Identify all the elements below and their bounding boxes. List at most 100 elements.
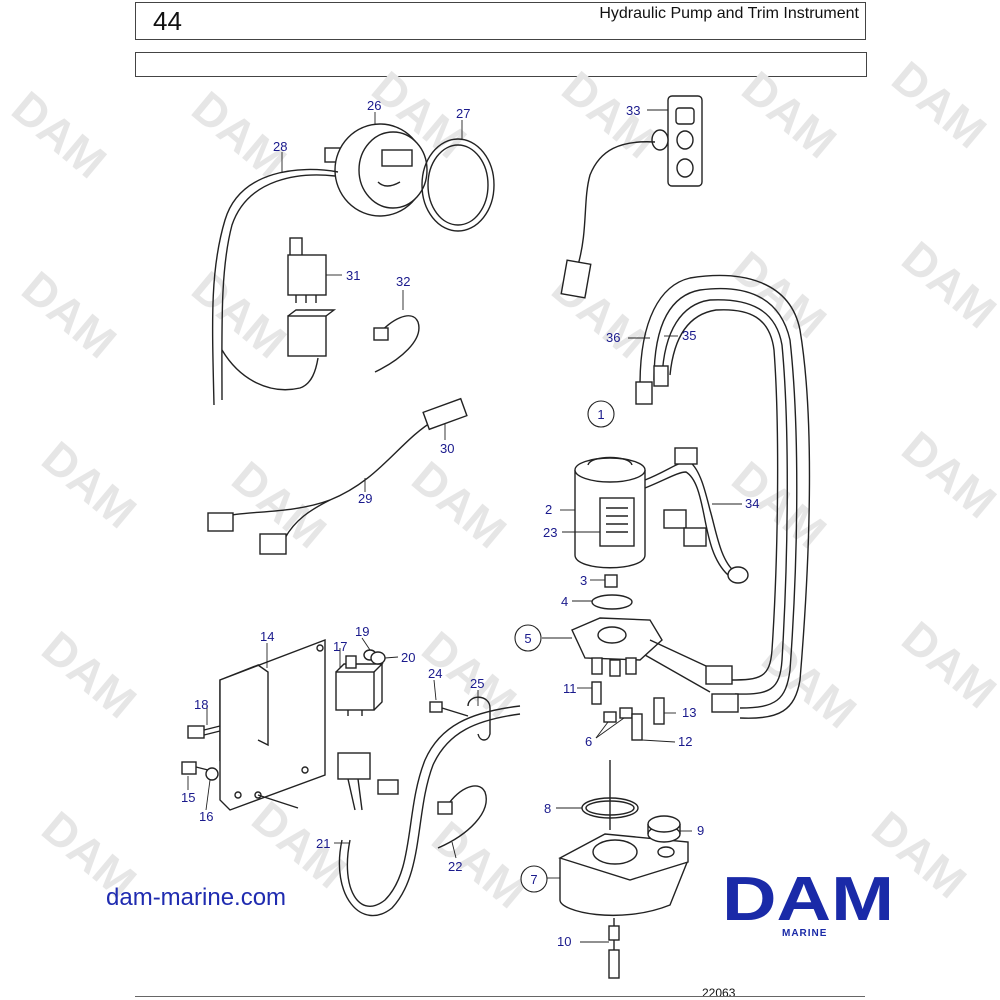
- coupling: [604, 574, 618, 588]
- watermark: DAM: [402, 451, 516, 558]
- callout-2: 2: [545, 502, 552, 517]
- callout-10: 10: [557, 934, 571, 949]
- watermark-layer: DAM DAM DAM DAM DAM DAM DAM DAM DAM DAM …: [2, 51, 1000, 918]
- callout-labels: 1 5 7 2 3 4 6 8 9 10 11 12 13 14 15 16 1…: [181, 98, 759, 949]
- bolt-18: [187, 725, 221, 739]
- relay-17: [335, 655, 384, 716]
- callout-24: 24: [428, 666, 442, 681]
- callout-25: 25: [470, 676, 484, 691]
- motor-wiring-harness: [644, 447, 749, 584]
- callout-5: 5: [524, 631, 531, 646]
- cable-tie-upper: [373, 315, 420, 373]
- callout-17: 17: [333, 639, 347, 654]
- callout-1: 1: [597, 407, 604, 422]
- watermark: DAM: [892, 421, 1000, 528]
- watermark: DAM: [892, 611, 1000, 718]
- callout-26: 26: [367, 98, 381, 113]
- callout-circle-7: [520, 865, 548, 893]
- screw-10: [608, 918, 620, 979]
- callout-21: 21: [316, 836, 330, 851]
- callout-7: 7: [530, 872, 537, 887]
- watermark: DAM: [242, 791, 356, 898]
- valve-12: [631, 713, 643, 741]
- page-title: Hydraulic Pump and Trim Instrument: [599, 5, 859, 22]
- nut-20: [370, 651, 386, 665]
- watermark: DAM: [892, 231, 1000, 338]
- callout-19: 19: [355, 624, 369, 639]
- callout-14: 14: [260, 629, 274, 644]
- valve-block: [571, 617, 711, 693]
- callout-34: 34: [745, 496, 759, 511]
- website-link[interactable]: dam-marine.com: [106, 884, 287, 911]
- main-cable-21: [337, 705, 521, 917]
- logo-subtitle: MARINE: [782, 928, 828, 939]
- callout-3: 3: [580, 573, 587, 588]
- gauge-bezel-ring: [421, 138, 495, 232]
- watermark: DAM: [32, 621, 146, 728]
- watermark: DAM: [722, 451, 836, 558]
- leader-lines: [187, 109, 742, 943]
- relay-cube: [287, 309, 337, 357]
- relay-with-bracket: [287, 237, 327, 303]
- callout-20: 20: [401, 650, 415, 665]
- page-number: 44: [135, 2, 200, 40]
- bolt-24: [429, 701, 469, 717]
- watermark: DAM: [732, 61, 846, 168]
- oil-reservoir: [558, 833, 689, 916]
- cable-clamp: [467, 696, 491, 741]
- watermark: DAM: [722, 241, 836, 348]
- callout-4: 4: [561, 594, 568, 609]
- mounting-bracket: [219, 638, 326, 811]
- bolt-15: [181, 761, 209, 775]
- callout-33: 33: [626, 103, 640, 118]
- callout-9: 9: [697, 823, 704, 838]
- valve-13: [653, 697, 665, 725]
- circled-callouts: [514, 400, 615, 893]
- watermark: DAM: [182, 81, 296, 188]
- watermark: DAM: [422, 811, 536, 918]
- trim-instrument-gauge: [324, 123, 428, 217]
- watermark: DAM: [542, 261, 656, 368]
- plug-6b: [619, 707, 633, 719]
- callout-8: 8: [544, 801, 551, 816]
- callout-circle-5: [514, 624, 542, 652]
- watermark: DAM: [882, 51, 996, 158]
- watermark: DAM: [182, 261, 296, 368]
- callout-12: 12: [678, 734, 692, 749]
- callout-28: 28: [273, 139, 287, 154]
- callout-13: 13: [682, 705, 696, 720]
- callout-29: 29: [358, 491, 372, 506]
- callout-circle-1: [587, 400, 615, 428]
- callout-16: 16: [199, 809, 213, 824]
- bottom-rule: [135, 996, 865, 997]
- callout-31: 31: [346, 268, 360, 283]
- callout-27: 27: [456, 106, 470, 121]
- fitting-11: [591, 681, 602, 705]
- page-title-box: Hydraulic Pump and Trim Instrument: [198, 2, 866, 40]
- callout-11: 11: [563, 681, 577, 696]
- subtitle-bar: [135, 52, 867, 77]
- dam-logo: DAM: [722, 865, 894, 934]
- callout-22: 22: [448, 859, 462, 874]
- figure-number: 22063: [702, 986, 736, 1000]
- watermark: DAM: [12, 261, 126, 368]
- callout-35: 35: [682, 328, 696, 343]
- watermark: DAM: [2, 81, 116, 188]
- callout-23: 23: [543, 525, 557, 540]
- washer-16: [205, 767, 219, 781]
- line-art: [181, 95, 811, 979]
- filler-cap: [647, 815, 681, 843]
- extension-cable: [207, 397, 468, 555]
- watermark: DAM: [32, 431, 146, 538]
- callout-30: 30: [440, 441, 454, 456]
- callout-6: 6: [585, 734, 592, 749]
- hydraulic-hoses: [635, 274, 811, 719]
- callout-15: 15: [181, 790, 195, 805]
- trim-control-panel: [560, 95, 703, 299]
- o-ring-4: [591, 594, 633, 610]
- watermark: DAM: [552, 61, 666, 168]
- watermark: DAM: [752, 631, 866, 738]
- gauge-wiring-harness: [211, 168, 339, 406]
